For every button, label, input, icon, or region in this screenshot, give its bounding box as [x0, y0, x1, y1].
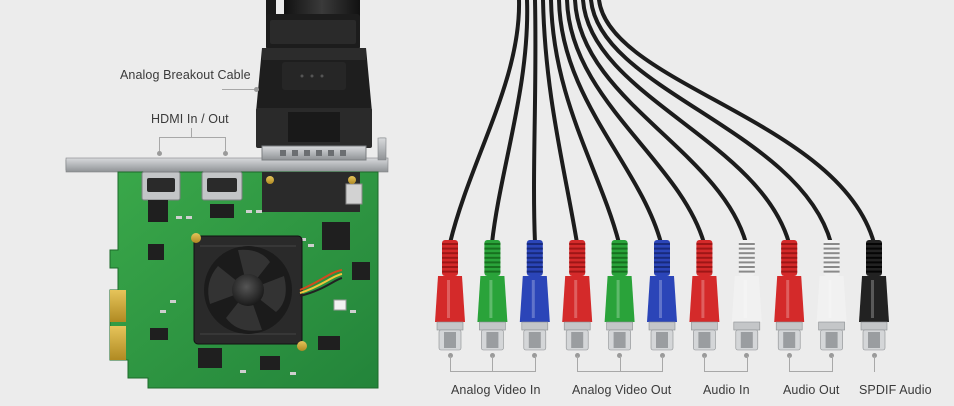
callout-line — [662, 356, 663, 372]
label-analog-breakout-cable: Analog Breakout Cable — [120, 68, 251, 82]
callout-line — [577, 356, 579, 372]
label-audio-in: Audio In — [703, 383, 750, 397]
callout-dot — [447, 353, 453, 358]
callout-line — [492, 356, 494, 372]
label-audio-out: Audio Out — [783, 383, 840, 397]
callout-dot-hdmi-2 — [223, 151, 228, 156]
capture-card — [65, 137, 389, 389]
rca-connector — [816, 240, 847, 351]
callout-line — [577, 371, 663, 372]
rca-connector — [604, 240, 635, 351]
callout-line-hdmi — [159, 137, 226, 138]
callout-dot — [659, 353, 665, 358]
rca-connector — [435, 240, 465, 351]
rca-connector — [562, 240, 593, 351]
callout-line — [789, 371, 833, 372]
callout-line — [450, 371, 536, 372]
rca-connector — [647, 240, 677, 351]
heatsink-fan — [193, 235, 303, 345]
callout-dot — [701, 353, 707, 358]
callout-line — [746, 356, 748, 372]
label-analog-video-out: Analog Video Out — [572, 383, 672, 397]
callout-line — [704, 371, 748, 372]
callout-line — [619, 356, 621, 372]
rca-connector-row — [435, 240, 889, 351]
rca-connector — [477, 240, 508, 351]
rca-connector — [774, 240, 805, 351]
callout-line — [704, 356, 706, 372]
callout-dot — [574, 353, 580, 358]
hdmi-ports — [141, 171, 243, 201]
callout-dot — [489, 353, 495, 358]
callout-line-breakout — [222, 89, 258, 90]
cable-bundle — [448, 0, 876, 245]
callout-line — [450, 356, 451, 372]
callout-line — [831, 356, 833, 372]
rca-connector — [859, 240, 889, 351]
callout-dot — [744, 353, 750, 358]
label-analog-video-in: Analog Video In — [451, 383, 541, 397]
rca-connector — [689, 240, 720, 351]
breakout-cable-connector — [256, 0, 372, 161]
callout-line — [534, 356, 536, 372]
callout-dot — [532, 353, 538, 358]
callout-line — [874, 356, 875, 372]
callout-dot-breakout — [254, 87, 259, 92]
label-hdmi-in-out: HDMI In / Out — [151, 112, 229, 126]
rca-connector — [519, 240, 550, 351]
label-spdif-audio: SPDIF Audio — [859, 383, 932, 397]
pcie-gold-fingers — [110, 290, 126, 360]
callout-dot-hdmi-1 — [157, 151, 162, 156]
callout-line — [789, 356, 791, 372]
callout-dot — [617, 353, 623, 358]
callout-dot — [786, 353, 792, 358]
callout-dot — [829, 353, 835, 358]
callout-dot — [871, 353, 877, 358]
rca-connector — [731, 240, 762, 351]
